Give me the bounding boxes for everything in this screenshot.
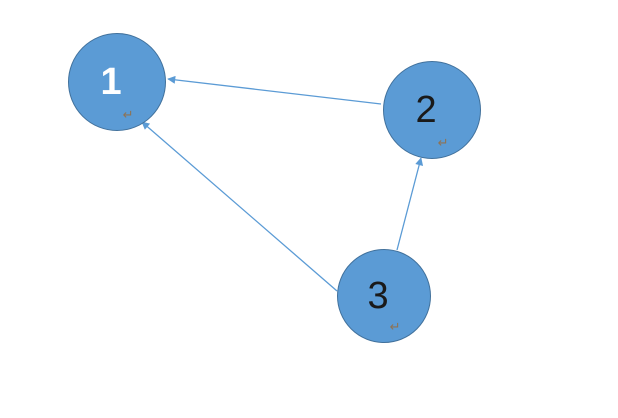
node-label-2: 2: [415, 89, 437, 131]
edge-group: [141, 75, 424, 292]
edge-arrow-3-to-1[interactable]: [141, 121, 338, 292]
edge-arrow-2-to-1[interactable]: [167, 75, 382, 105]
graph-node-3[interactable]: 3↵: [337, 249, 431, 343]
node-label-1: 1: [100, 61, 122, 103]
paragraph-mark-icon: ↵: [389, 319, 401, 334]
graph-node-2[interactable]: 2↵: [383, 61, 481, 159]
paragraph-mark-icon: ↵: [122, 107, 134, 122]
node-label-3: 3: [367, 275, 389, 317]
graph-node-1[interactable]: 1↵: [68, 33, 166, 131]
paragraph-mark-icon: ↵: [437, 135, 449, 150]
edge-arrow-3-to-2[interactable]: [396, 157, 424, 251]
